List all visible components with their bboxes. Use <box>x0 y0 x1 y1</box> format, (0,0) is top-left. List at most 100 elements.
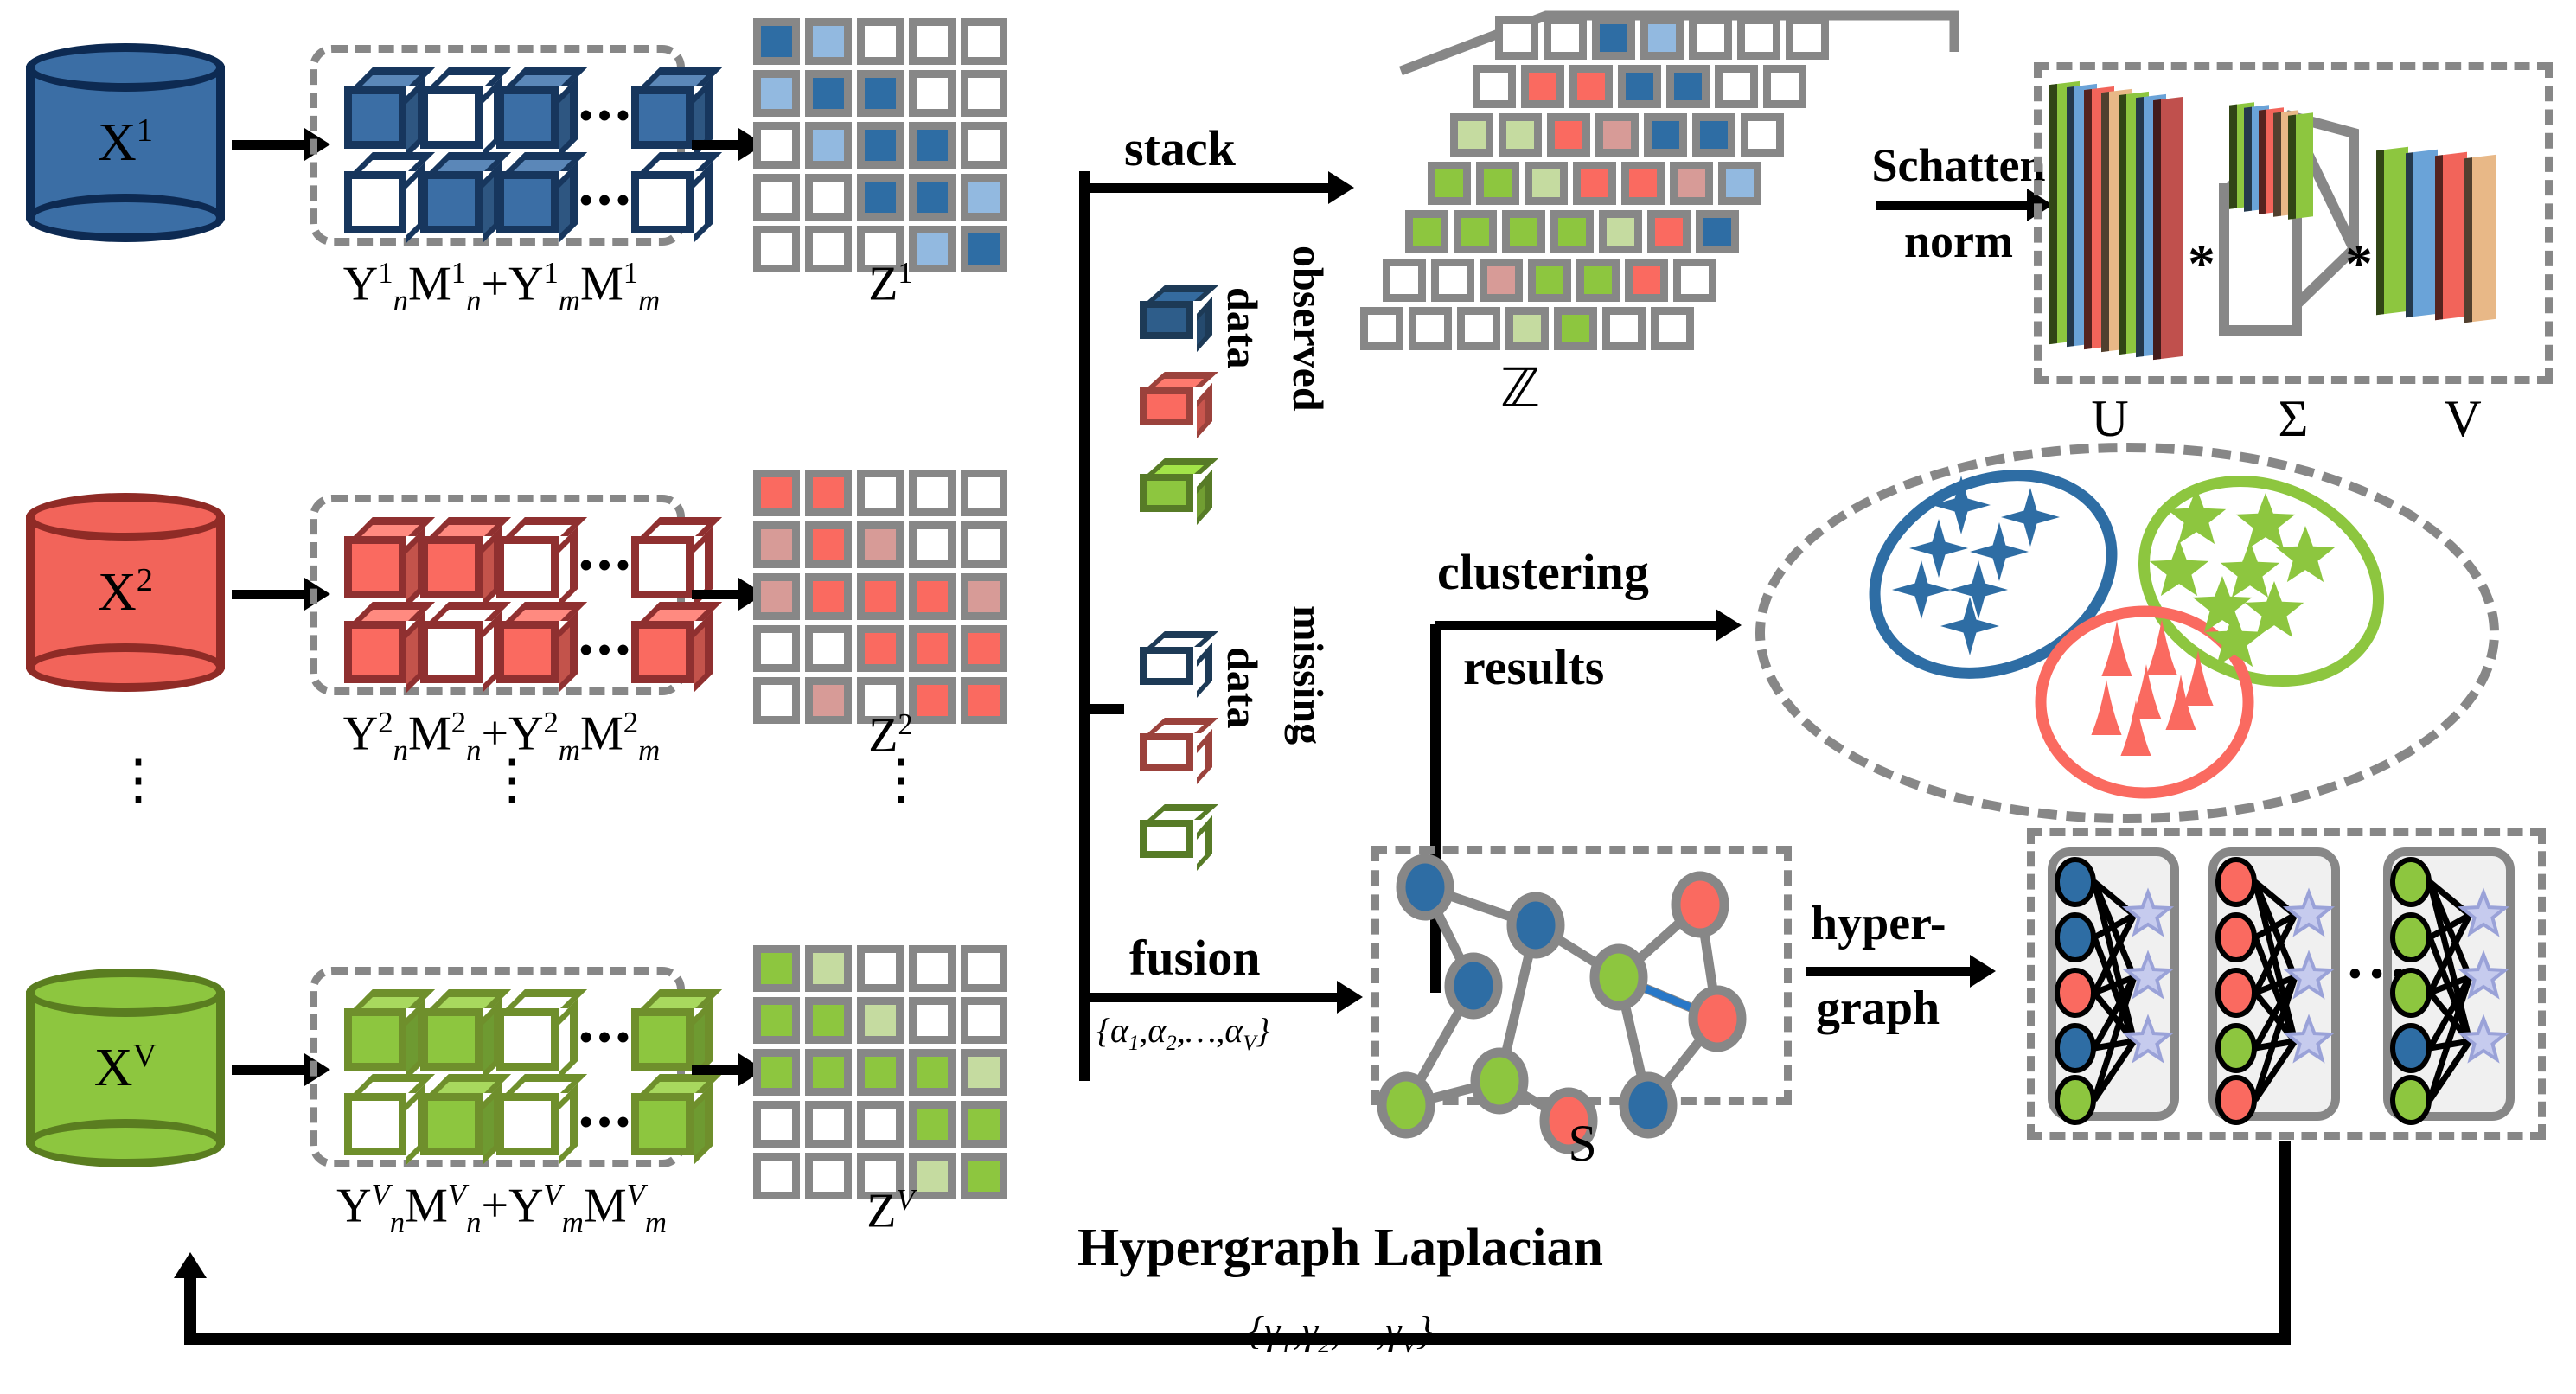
hypergraph-node <box>2390 968 2432 1018</box>
tensor-row <box>1493 14 1831 62</box>
tensor-cell <box>1450 113 1493 157</box>
observed-cube <box>344 67 435 158</box>
matrix-label-3: ZV <box>866 1183 915 1238</box>
tensor-cell <box>1502 210 1545 253</box>
cluster-marker-triangle <box>2120 700 2151 756</box>
coefficient-matrix-3 <box>751 943 1010 1202</box>
cube-front-face <box>344 1008 406 1071</box>
tensor-cell <box>1544 16 1587 60</box>
vertical-dots-cubes: ⋮ <box>484 749 540 810</box>
matrix-cell <box>753 521 800 568</box>
graph-node <box>1671 871 1729 938</box>
matrix-cell <box>961 122 1007 169</box>
matrix-cell <box>805 18 852 65</box>
matrix-row <box>751 1098 1010 1150</box>
tensor-cell <box>1528 259 1571 302</box>
cluster-marker-triangle <box>2146 619 2177 675</box>
observed-cube <box>344 989 435 1080</box>
arrow-source-to-cubes-3-head <box>304 1053 330 1086</box>
observed-cube <box>496 602 587 693</box>
svd-mult-2: * <box>2345 233 2373 294</box>
matrix-cell <box>857 70 904 117</box>
cube-front-face <box>420 1093 483 1155</box>
tensor-cell <box>1409 307 1452 350</box>
matrix-row <box>751 1150 1010 1202</box>
cube-ellipsis: ••• <box>579 1016 636 1058</box>
matrix-row <box>751 223 1010 275</box>
legend-missing-cube <box>1140 631 1218 698</box>
hypergraph-node <box>2055 912 2096 962</box>
cluster-marker-four-point-star <box>2001 488 2060 547</box>
cube-front-face <box>420 621 483 683</box>
cube-ellipsis: ••• <box>579 1101 636 1143</box>
cluster-marker-four-point-star <box>1970 522 2029 581</box>
legend-cube-front <box>1140 647 1193 685</box>
hyperedge-star <box>2121 950 2175 1000</box>
matrix-cell <box>961 521 1007 568</box>
cluster-marker-four-point-star <box>1892 560 1951 619</box>
matrix-cell <box>753 997 800 1044</box>
arrow-hypergraph <box>1806 967 1975 976</box>
tensor-cell <box>1621 162 1665 205</box>
legend-cube-side <box>1197 383 1212 438</box>
tensor-row <box>1380 256 1831 304</box>
tensor-cell <box>1454 210 1497 253</box>
tensor-row <box>1358 304 1831 353</box>
cluster-marker-five-point-star <box>2235 493 2296 550</box>
matrix-cell <box>805 521 852 568</box>
missing-cube <box>420 602 511 693</box>
matrix-cell <box>961 1153 1007 1199</box>
cube-front-face <box>420 86 483 149</box>
cluster-marker-five-point-star <box>2149 540 2209 597</box>
legend-cube-front <box>1140 301 1193 339</box>
hypergraph-node <box>2215 857 2257 907</box>
cluster-marker-four-point-star <box>1932 476 1991 534</box>
graph-node <box>1396 854 1454 921</box>
matrix-cell <box>909 997 956 1044</box>
tensor-cell <box>1547 113 1590 157</box>
cluster-marker-five-point-star <box>2244 581 2304 638</box>
legend-cube-top <box>1147 372 1218 387</box>
hypergraph-node <box>2215 1023 2257 1073</box>
matrix-row <box>751 67 1010 119</box>
cube-side-face <box>559 527 578 608</box>
matrix-cell <box>857 521 904 568</box>
source-label-3: XV <box>93 1038 157 1097</box>
data-source-cylinder-3: XV <box>26 969 225 1167</box>
cluster-marker-triangle <box>2183 650 2214 706</box>
legend-observed-sublabel: data <box>1218 287 1267 369</box>
arrow-stack-head <box>1328 171 1354 204</box>
view-formula-1: Y1nM1n+Y1mM1m <box>342 256 661 317</box>
svd-mult-1: * <box>2188 233 2215 294</box>
missing-cube <box>420 67 511 158</box>
cube-front-face <box>631 536 694 598</box>
matrix-row <box>751 1046 1010 1098</box>
hypergraph-node <box>2215 968 2257 1018</box>
arrow-hypergraph-head <box>1970 955 1996 988</box>
graph-node <box>1539 1087 1598 1154</box>
tensor-cell <box>1550 210 1594 253</box>
tensor-cell <box>1673 259 1716 302</box>
tensor-cell <box>1644 113 1687 157</box>
matrix-row <box>751 943 1010 994</box>
matrix-cell <box>805 70 852 117</box>
cube-front-face <box>631 621 694 683</box>
matrix-cell <box>805 174 852 221</box>
matrix-cell <box>909 1101 956 1148</box>
matrix-cell <box>857 18 904 65</box>
cube-front-face <box>344 171 406 233</box>
matrix-cell <box>909 945 956 992</box>
hypergraph-node <box>2055 1023 2096 1073</box>
matrix-cell <box>857 226 904 272</box>
cube-front-face <box>344 536 406 598</box>
matrix-cell <box>805 122 852 169</box>
clustering-clusters <box>1869 470 2384 799</box>
cluster-marker-triangle <box>2165 675 2196 730</box>
graph-node <box>1470 1047 1529 1115</box>
hyperedge-star <box>2457 887 2510 937</box>
tensor-cell <box>1525 162 1568 205</box>
matrix-label-2: Z2 <box>868 707 913 763</box>
hypergraph-node <box>2390 1023 2432 1073</box>
cluster-marker-four-point-star <box>1909 519 1968 578</box>
tensor-cell <box>1473 65 1516 108</box>
